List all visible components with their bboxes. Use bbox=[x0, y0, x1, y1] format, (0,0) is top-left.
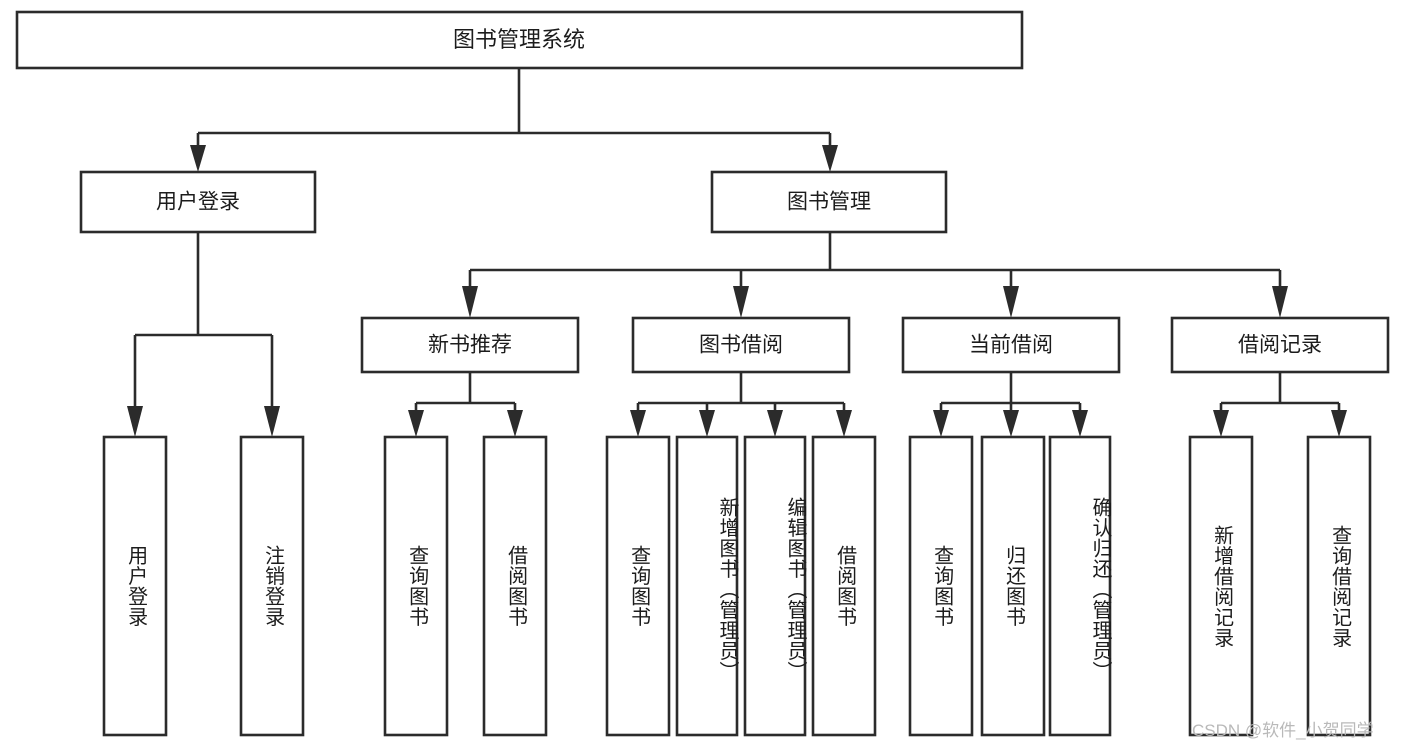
connector-newbooks-to-leaves bbox=[408, 372, 523, 437]
leaf-box-borrow-books-new[interactable] bbox=[482, 435, 548, 737]
node-book-borrow[interactable]: 图书借阅 bbox=[631, 316, 851, 374]
arrow-head-icon bbox=[933, 410, 949, 437]
arrow-head-icon bbox=[190, 145, 206, 172]
leaf-box-borrow-books[interactable] bbox=[811, 435, 877, 737]
node-book-management[interactable]: 图书管理 bbox=[710, 170, 948, 234]
arrow-head-icon bbox=[1272, 286, 1288, 318]
node-new-book-recommend-box[interactable] bbox=[360, 316, 580, 374]
arrow-head-icon bbox=[462, 286, 478, 318]
node-borrow-record-label: 借阅记录 bbox=[1238, 334, 1322, 357]
node-book-borrow-box[interactable] bbox=[631, 316, 851, 374]
leaf-box-user-login[interactable] bbox=[102, 435, 168, 737]
node-root-system[interactable]: 图书管理系统 bbox=[15, 10, 1024, 70]
arrow-head-icon bbox=[699, 410, 715, 437]
node-borrow-record-box[interactable] bbox=[1170, 316, 1390, 374]
node-root-system-box[interactable] bbox=[15, 10, 1024, 70]
arrow-head-icon bbox=[264, 406, 280, 437]
arrow-head-icon bbox=[733, 286, 749, 318]
node-book-management-label: 图书管理 bbox=[787, 191, 871, 214]
leaf-box-logout[interactable] bbox=[239, 435, 305, 737]
arrow-head-icon bbox=[1213, 410, 1229, 437]
arrow-head-icon bbox=[1003, 410, 1019, 437]
leaf-box-query-borrow-record[interactable] bbox=[1306, 435, 1372, 737]
leaf-box-query-books-new[interactable] bbox=[383, 435, 449, 737]
connector-borrow-to-leaves bbox=[630, 372, 852, 437]
arrow-head-icon bbox=[507, 410, 523, 437]
node-book-management-box[interactable] bbox=[710, 170, 948, 234]
arrow-head-icon bbox=[127, 406, 143, 437]
node-user-login-box[interactable] bbox=[79, 170, 317, 234]
arrow-head-icon bbox=[1331, 410, 1347, 437]
connector-books-to-level3 bbox=[462, 232, 1288, 318]
node-current-borrow[interactable]: 当前借阅 bbox=[901, 316, 1121, 374]
leaf-box-add-borrow-record[interactable] bbox=[1188, 435, 1254, 737]
arrow-head-icon bbox=[1003, 286, 1019, 318]
node-new-book-recommend[interactable]: 新书推荐 bbox=[360, 316, 580, 374]
leaf-box-add-book-admin[interactable] bbox=[675, 435, 739, 737]
arrow-head-icon bbox=[822, 145, 838, 172]
arrow-head-icon bbox=[630, 410, 646, 437]
connector-login-to-leaves bbox=[127, 232, 280, 437]
arrow-head-icon bbox=[767, 410, 783, 437]
node-current-borrow-label: 当前借阅 bbox=[969, 334, 1053, 357]
leaf-box-query-books-borrow[interactable] bbox=[605, 435, 671, 737]
arrow-head-icon bbox=[1072, 410, 1088, 437]
csdn-watermark: CSDN @软件_小贺同学 bbox=[1192, 721, 1374, 740]
node-current-borrow-box[interactable] bbox=[901, 316, 1121, 374]
leaf-box-confirm-return-admin[interactable] bbox=[1048, 435, 1112, 737]
node-new-book-recommend-label: 新书推荐 bbox=[428, 334, 512, 357]
leaf-box-return-books[interactable] bbox=[980, 435, 1046, 737]
node-book-borrow-label: 图书借阅 bbox=[699, 334, 783, 357]
node-user-login-label: 用户登录 bbox=[156, 191, 240, 214]
node-user-login[interactable]: 用户登录 bbox=[79, 170, 317, 234]
node-root-system-label: 图书管理系统 bbox=[453, 27, 585, 52]
leaf-box-query-books-current[interactable] bbox=[908, 435, 974, 737]
connector-records-to-leaves bbox=[1213, 372, 1347, 437]
arrow-head-icon bbox=[408, 410, 424, 437]
arrow-head-icon bbox=[836, 410, 852, 437]
node-borrow-record[interactable]: 借阅记录 bbox=[1170, 316, 1390, 374]
leaf-box-edit-book-admin[interactable] bbox=[743, 435, 807, 737]
connector-root-to-level2 bbox=[190, 68, 838, 172]
connector-current-to-leaves bbox=[933, 372, 1088, 437]
